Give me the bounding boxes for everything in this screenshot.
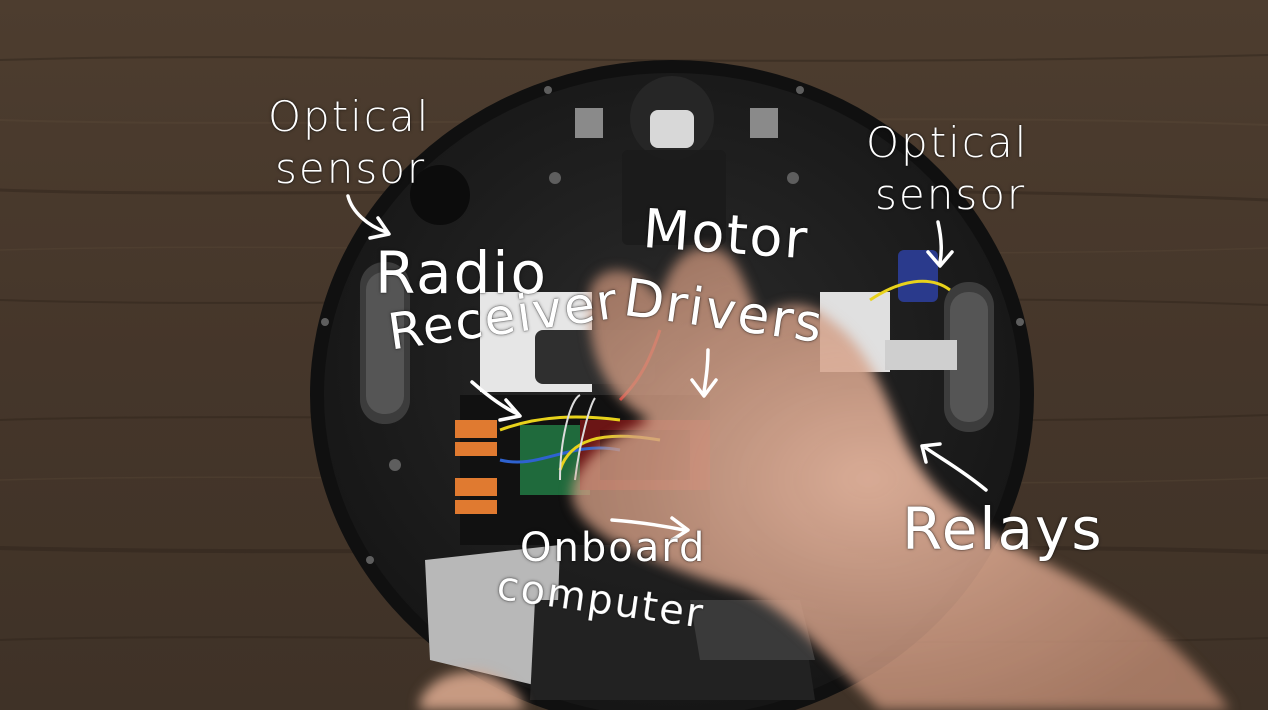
label-motor: Motor [640,197,811,272]
hand [420,247,1230,710]
label-relays: Relays [902,495,1104,563]
label-onboard: Onboard [520,525,707,571]
label-optical-sensor-left-line2: sensor [275,144,427,193]
label-radio: Radio [375,239,548,307]
label-optical-sensor-right-line1: Optical [866,118,1029,167]
annotation-arrows [346,194,988,542]
label-optical-sensor-right-line2: sensor [875,170,1027,219]
label-optical-sensor-left-line1: Optical [268,92,431,141]
